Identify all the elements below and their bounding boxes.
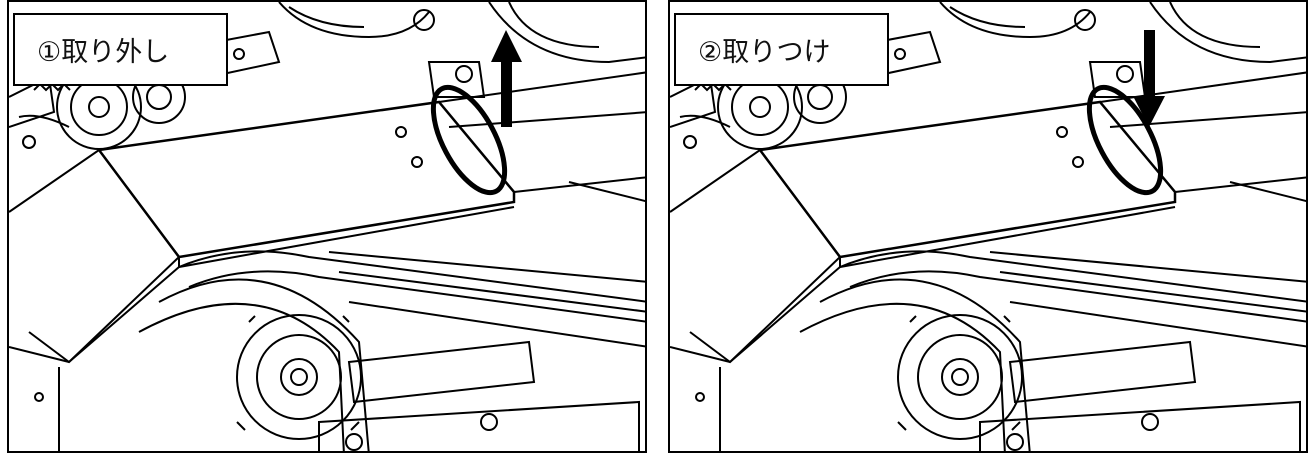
removal-illustration [9, 2, 645, 451]
panel-removal: ①取り外し [7, 0, 647, 453]
step-label-removal: ①取り外し [13, 13, 228, 86]
highlight-ellipse [430, 84, 508, 196]
step-label-installation: ②取りつけ [674, 13, 889, 86]
highlight-ellipse [1086, 84, 1164, 196]
arrow-down-icon [1133, 30, 1165, 127]
arrow-up-icon [491, 30, 522, 127]
panel-installation: ②取りつけ [668, 0, 1308, 453]
installation-illustration [670, 2, 1306, 451]
